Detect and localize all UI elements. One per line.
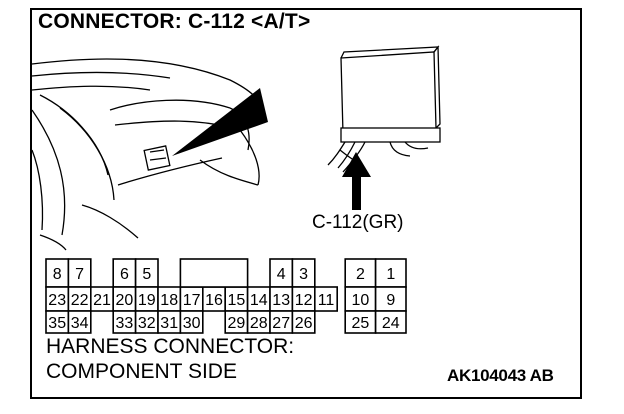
pin-number: 19 [138,292,156,309]
pin-number: 35 [48,315,66,332]
pin-number: 28 [250,315,268,332]
connector-key-slot [179,258,249,288]
pin-cell [344,286,377,312]
pin-number: 25 [352,315,370,332]
pin-number: 4 [277,266,286,283]
pin-number: 31 [160,315,178,332]
pin-number: 18 [160,292,178,309]
pin-number: 12 [295,292,313,309]
pin-number: 22 [71,292,89,309]
pin-number: 15 [228,292,246,309]
pin-number: 29 [228,315,246,332]
pin-number: 20 [116,292,134,309]
pin-number: 10 [352,292,370,309]
pin-number: 8 [53,266,62,283]
caption-line-2: COMPONENT SIDE [46,360,237,383]
pin-number: 16 [205,292,223,309]
connector-callout-label: C-112(GR) [312,212,404,233]
pin-cell [291,310,316,334]
pin-number: 11 [318,292,335,309]
pin-number: 30 [183,315,201,332]
pin-number: 27 [272,315,290,332]
pin-cell [313,286,338,312]
pin-number: 24 [382,315,400,332]
pin-number: 7 [75,266,84,283]
pointer-arrow [342,152,371,210]
caption-line-1: HARNESS CONNECTOR: [46,335,295,358]
pin-number: 32 [138,315,156,332]
pin-number: 33 [116,315,134,332]
pin-number: 14 [250,292,268,309]
pin-number: 26 [295,315,313,332]
pin-cell [374,310,407,334]
pin-number: 1 [386,266,395,283]
pin-number: 2 [356,266,365,283]
pin-number: 5 [142,266,151,283]
pin-number: 34 [71,315,89,332]
leader-wedge [172,88,268,156]
control-unit-illustration [327,45,441,173]
reference-code: AK104043 AB [447,366,554,385]
pin-number: 3 [299,266,308,283]
pin-cell [374,258,407,288]
pin-number: 6 [120,266,129,283]
outer-border [30,8,582,399]
pin-cell [67,310,92,334]
pin-cell [179,310,204,334]
pin-number: 21 [93,292,111,309]
pin-number: 13 [272,292,290,309]
dashboard-illustration [31,58,263,251]
pin-number: 23 [48,292,66,309]
diagram-title: CONNECTOR: C-112 <A/T> [38,10,311,33]
pin-number: 17 [183,292,201,309]
pin-number: 9 [386,292,395,309]
